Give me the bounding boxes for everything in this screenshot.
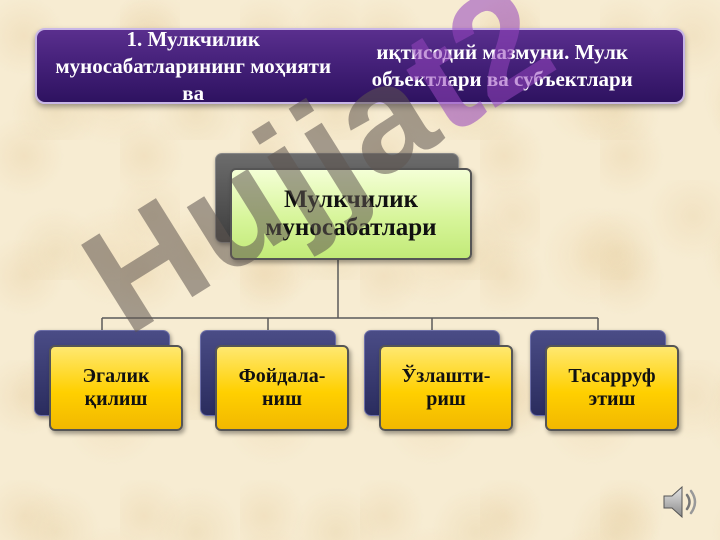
speaker-icon[interactable] bbox=[660, 480, 704, 524]
root-node-line-1: Мулкчилик bbox=[284, 186, 418, 213]
child-node-4-line-1: Тасарруф bbox=[568, 365, 656, 387]
root-node-line-2: муносабатлари bbox=[265, 214, 437, 241]
child-node-2: Фойдала- ниш bbox=[215, 345, 349, 431]
child-node-2-line-2: ниш bbox=[262, 388, 302, 410]
root-node: Мулкчилик муносабатлари bbox=[230, 168, 472, 260]
child-node-2-line-1: Фойдала- bbox=[238, 365, 326, 387]
child-node-4: Тасарруф этиш bbox=[545, 345, 679, 431]
child-node-1-line-2: қилиш bbox=[84, 388, 148, 410]
child-node-1-line-1: Эгалик bbox=[82, 365, 150, 387]
child-node-1: Эгалик қилиш bbox=[49, 345, 183, 431]
child-node-3-line-1: Ўзлашти- bbox=[401, 365, 491, 387]
title-line-2: иқтисодий мазмуни. Мулк объектлари ва су… bbox=[371, 40, 633, 91]
child-node-3: Ўзлашти- риш bbox=[379, 345, 513, 431]
title-banner: 1. Мулкчилик муносабатларининг моҳияти в… bbox=[35, 26, 685, 105]
child-node-3-line-2: риш bbox=[426, 388, 466, 410]
title-line-1: 1. Мулкчилик муносабатларининг моҳияти в… bbox=[55, 26, 332, 105]
child-node-4-line-2: этиш bbox=[588, 388, 636, 410]
